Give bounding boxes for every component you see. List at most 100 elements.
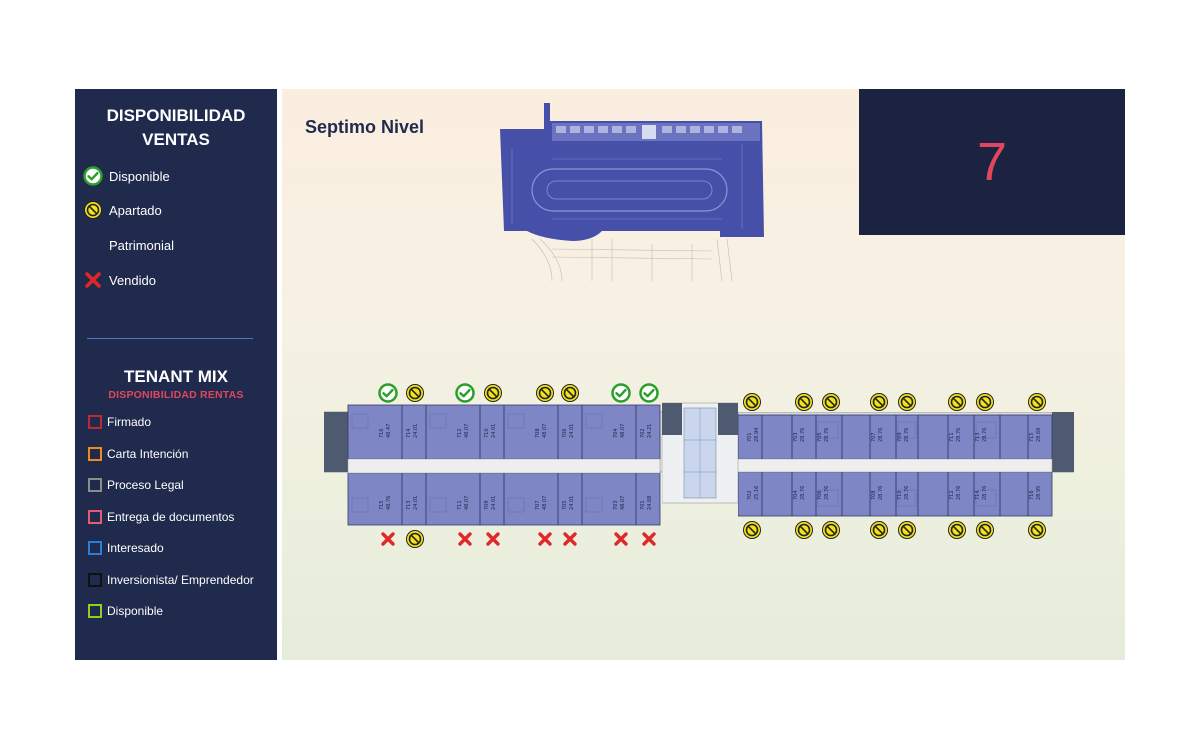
reserved-circle-icon	[897, 392, 917, 412]
check-circle-icon	[455, 383, 475, 403]
tenant-label: Firmado	[107, 415, 152, 429]
swatch-square-icon	[88, 604, 102, 618]
unit-area: 28.76	[878, 428, 884, 442]
reserved-circle-icon	[742, 520, 762, 540]
sidebar-divider	[87, 338, 253, 339]
unit-number: 706	[817, 490, 823, 500]
unit-number: 711	[949, 432, 955, 442]
unit-number: 711	[457, 500, 463, 510]
unit-area: 48.07	[464, 424, 470, 438]
tenant-label: Inversionista/ Emprendedor	[107, 573, 254, 587]
tenant-label: Interesado	[107, 541, 164, 555]
x-mark-icon	[378, 529, 398, 549]
legend-label: Vendido	[109, 272, 156, 288]
reserved-circle-icon	[869, 392, 889, 412]
reserved-circle-icon	[794, 392, 814, 412]
unit-number: 702	[640, 428, 646, 438]
unit-area: 24.01	[491, 496, 497, 510]
unit-number: 707	[535, 500, 541, 510]
unit-area: 48.07	[620, 424, 626, 438]
tenant-label: Disponible	[107, 604, 164, 618]
reserved-circle-icon	[975, 392, 995, 412]
unit-area: 48.76	[386, 496, 392, 510]
unit-area: 28.76	[982, 486, 988, 500]
unit-number: 712	[457, 428, 463, 438]
unit-number: 704	[793, 490, 799, 500]
reserved-circle-icon	[405, 383, 425, 403]
tenant-subtitle: DISPONIBILIDAD RENTAS	[108, 389, 244, 401]
left-top-unit-labels: 716 48.47 714 24.01 712 48.07 710 24.01 …	[379, 424, 653, 510]
unit-area: 48.07	[542, 424, 548, 438]
unit-number: 715	[379, 500, 385, 510]
tenant-item-proceso-legal: Proceso Legal	[88, 477, 184, 493]
unit-number: 706	[562, 428, 568, 438]
unit-area: 28.76	[824, 428, 830, 442]
unit-number: 705	[817, 432, 823, 442]
unit-number: 707	[871, 432, 877, 442]
left-wing: 716 48.47 714 24.01 712 48.07 710 24.01 …	[324, 402, 664, 528]
legend-label: Patrimonial	[109, 237, 175, 253]
swatch-square-icon	[88, 447, 102, 461]
x-mark-icon	[560, 529, 580, 549]
unit-area: 28.69	[1036, 428, 1042, 442]
tenant-item-interesado: Interesado	[88, 540, 164, 556]
swatch-square-icon	[88, 541, 102, 555]
unit-area: 48.47	[386, 424, 392, 438]
reserved-circle-icon	[1027, 392, 1047, 412]
tenant-item-carta-intencion: Carta Intención	[88, 446, 188, 462]
unit-area: 24.68	[647, 496, 653, 510]
unit-number: 710	[484, 428, 490, 438]
unit-number: 714	[975, 490, 981, 500]
unit-number: 705	[562, 500, 568, 510]
tenant-label: Entrega de documentos	[107, 510, 235, 524]
reserved-circle-icon	[560, 383, 580, 403]
central-core	[662, 402, 738, 504]
unit-number: 708	[535, 428, 541, 438]
unit-number: 709	[897, 432, 903, 442]
unit-area: 25.16	[754, 486, 760, 500]
unit-number: 704	[613, 428, 619, 438]
right-unit-labels: 701 28.94 703 28.76 705 28.76 707 28.76 …	[747, 428, 1042, 500]
level-indicator: 7	[859, 89, 1125, 235]
legend-label: Disponible	[109, 168, 170, 184]
reserved-circle-icon	[1027, 520, 1047, 540]
level-number: 7	[976, 132, 1008, 192]
unit-area: 28.95	[1036, 486, 1042, 500]
x-mark-icon	[455, 529, 475, 549]
x-mark-icon	[483, 529, 503, 549]
legend-sidebar: DISPONIBILIDAD VENTAS Disponible Apartad…	[75, 89, 277, 660]
tenant-label: Carta Intención	[107, 447, 189, 461]
unit-number: 715	[1029, 432, 1035, 442]
unit-number: 703	[613, 500, 619, 510]
unit-area: 28.76	[878, 486, 884, 500]
swatch-square-icon	[88, 573, 102, 587]
reserved-circle-icon	[821, 520, 841, 540]
check-circle-icon	[611, 383, 631, 403]
unit-area: 28.76	[982, 428, 988, 442]
unit-area: 24.01	[413, 424, 419, 438]
reserved-circle-icon	[83, 200, 103, 220]
unit-number: 703	[793, 432, 799, 442]
unit-area: 48.07	[464, 496, 470, 510]
tenant-item-disponible: Disponible	[88, 603, 163, 619]
unit-area: 24.01	[491, 424, 497, 438]
unit-area: 24.01	[569, 424, 575, 438]
page-title: Septimo Nivel	[305, 117, 425, 137]
tenant-title: TENANT MIX	[124, 367, 228, 386]
x-mark-icon	[639, 529, 659, 549]
unit-area: 48.07	[620, 496, 626, 510]
unit-number: 708	[871, 490, 877, 500]
legend-item-patrimonial: Patrimonial	[83, 234, 174, 256]
x-mark-icon	[535, 529, 555, 549]
unit-number: 713	[406, 500, 412, 510]
check-circle-icon	[378, 383, 398, 403]
sales-title-line2: VENTAS	[142, 130, 210, 149]
reserved-circle-icon	[869, 520, 889, 540]
tenant-label: Proceso Legal	[107, 478, 184, 492]
unit-number: 712	[949, 490, 955, 500]
reserved-circle-icon	[742, 392, 762, 412]
unit-area: 24.01	[569, 496, 575, 510]
unit-number: 701	[747, 432, 753, 442]
unit-number: 710	[897, 490, 903, 500]
x-mark-icon	[83, 270, 103, 290]
